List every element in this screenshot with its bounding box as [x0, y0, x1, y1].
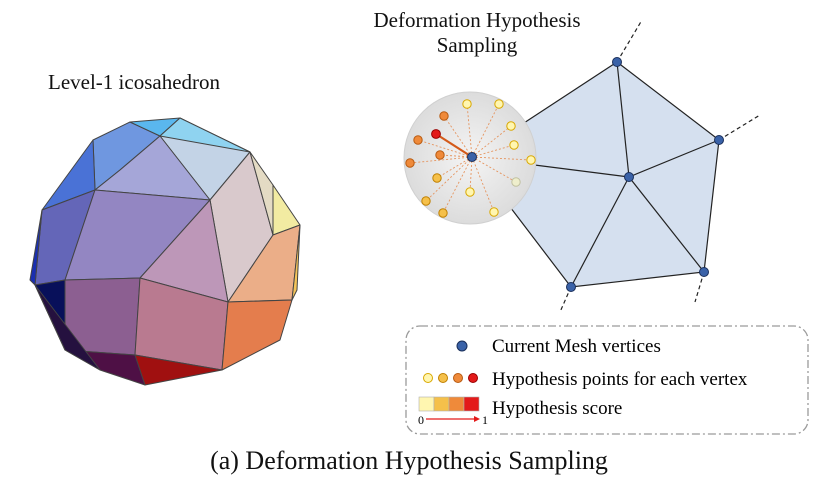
icosahedron: [29, 117, 301, 386]
legend-score-colorbar: [418, 396, 480, 412]
sampling-title: Deformation Hypothesis Sampling: [362, 8, 592, 58]
sampling-title-line2: Sampling: [436, 33, 518, 57]
mesh-dashed-extensions: [559, 19, 761, 313]
hypothesis-points: [405, 99, 536, 218]
mesh: [471, 61, 720, 288]
legend-hypothesis-icon: [423, 373, 478, 383]
legend-label-hypothesis: Hypothesis points for each vertex: [492, 369, 748, 390]
legend-score-arrowhead: [474, 416, 480, 422]
mesh-vertices: [467, 57, 724, 292]
legend-label-vertices: Current Mesh vertices: [492, 336, 661, 357]
legend-label-score: Hypothesis score: [492, 398, 622, 419]
legend-scale-max: 1: [482, 413, 488, 427]
best-hypothesis-arrow: [435, 133, 473, 158]
sampling-title-line1: Deformation Hypothesis: [373, 8, 581, 32]
figure-caption: (a) Deformation Hypothesis Sampling: [210, 446, 608, 475]
hypothesis-rays: [409, 103, 532, 214]
legend-box: [405, 325, 809, 435]
icosahedron-title: Level-1 icosahedron: [48, 70, 221, 94]
legend-vertex-icon: [456, 340, 468, 352]
legend-scale-min: 0: [418, 413, 424, 427]
